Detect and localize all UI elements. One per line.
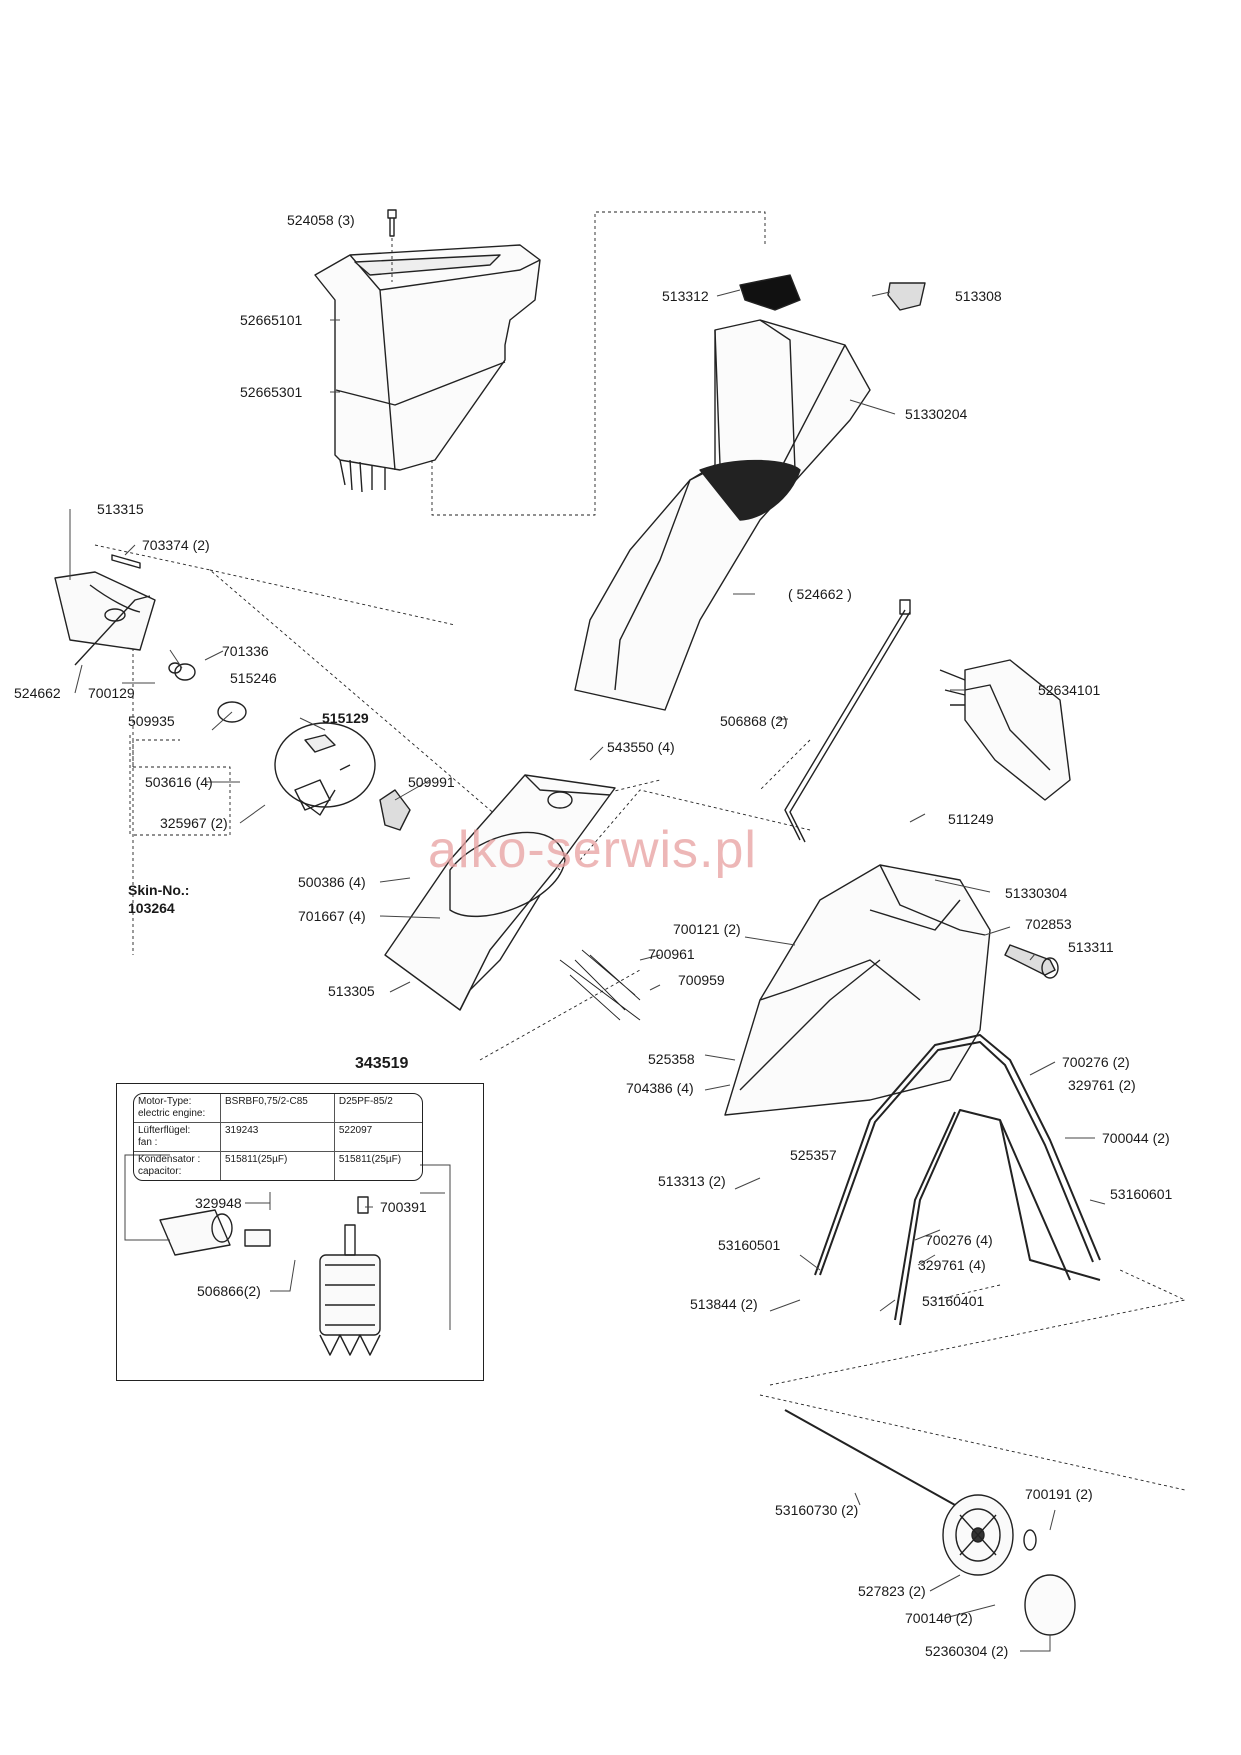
clip-700391 bbox=[357, 1196, 369, 1214]
part-label-525358: 525358 bbox=[648, 1051, 695, 1067]
table-row: Lüfterflügel:fan : 319243 522097 bbox=[134, 1123, 422, 1152]
part-label-700140: 700140 (2) bbox=[905, 1610, 973, 1626]
knob-701336 bbox=[168, 662, 247, 723]
part-label-700121: 700121 (2) bbox=[673, 921, 741, 937]
row-header-line2: fan : bbox=[138, 1137, 158, 1148]
part-label-53160501: 53160501 bbox=[718, 1237, 781, 1253]
part-label-506868: 506868 (2) bbox=[720, 713, 788, 729]
part-label-524662: 524662 bbox=[14, 685, 61, 701]
watermark-text: alko-serwis.pl bbox=[428, 821, 757, 879]
part-label-513315: 513315 bbox=[97, 501, 144, 517]
frame-tubes bbox=[814, 1034, 1101, 1326]
part-label-509991: 509991 bbox=[408, 774, 455, 790]
switch-box-52634101 bbox=[939, 659, 1071, 801]
part-label-700276-a: 700276 (2) bbox=[1062, 1054, 1130, 1070]
motor-kit-table: Motor-Type:electric engine: BSRBF0,75/2-… bbox=[133, 1093, 423, 1181]
part-label-703374: 703374 (2) bbox=[142, 537, 210, 553]
connector-329948 bbox=[244, 1229, 271, 1247]
part-label-704386: 704386 (4) bbox=[626, 1080, 694, 1096]
row-header-line1: Motor-Type: bbox=[138, 1096, 192, 1107]
part-label-329761-a: 329761 (2) bbox=[1068, 1077, 1136, 1093]
row-header-line2: capacitor: bbox=[138, 1166, 182, 1177]
axle-53160730 bbox=[784, 1409, 956, 1506]
part-label-701336: 701336 bbox=[222, 643, 269, 659]
part-label-513313: 513313 (2) bbox=[658, 1173, 726, 1189]
part-label-53160601: 53160601 bbox=[1110, 1186, 1173, 1202]
cap-513308 bbox=[887, 282, 926, 311]
part-label-700391: 700391 bbox=[380, 1199, 427, 1215]
part-label-700959: 700959 bbox=[678, 972, 725, 988]
skin-number: 103264 bbox=[128, 900, 175, 916]
shaft-coil bbox=[559, 949, 641, 1021]
part-label-513308: 513308 bbox=[955, 288, 1002, 304]
part-label-509935: 509935 bbox=[128, 713, 175, 729]
part-label-325967: 325967 (2) bbox=[160, 815, 228, 831]
table-cell: 515811(25µF) bbox=[338, 1154, 402, 1165]
table-cell: D25PF-85/2 bbox=[334, 1094, 422, 1123]
part-label-700961: 700961 bbox=[648, 946, 695, 962]
part-label-53160401: 53160401 bbox=[922, 1293, 985, 1309]
skin-label: Skin-No.: bbox=[128, 882, 190, 898]
table-cell: 522097 bbox=[334, 1123, 422, 1152]
row-header-line2: electric engine: bbox=[138, 1108, 206, 1119]
part-label-700276-b: 700276 (4) bbox=[925, 1232, 993, 1248]
row-header-line1: Kondensator : bbox=[138, 1154, 201, 1165]
part-label-700129: 700129 bbox=[88, 685, 135, 701]
table-row: Motor-Type:electric engine: BSRBF0,75/2-… bbox=[134, 1094, 422, 1123]
capacitor-515811 bbox=[159, 1209, 233, 1256]
side-cover-513305 bbox=[384, 774, 616, 1011]
top-housing-51330204 bbox=[574, 319, 871, 711]
blade-disc-515129 bbox=[274, 722, 376, 816]
part-label-329948: 329948 bbox=[195, 1195, 242, 1211]
part-label-527823: 527823 (2) bbox=[858, 1583, 926, 1599]
part-label-506866: 506866(2) bbox=[197, 1283, 261, 1299]
gasket-513312 bbox=[739, 274, 801, 311]
part-label-52634101: 52634101 bbox=[1038, 682, 1101, 698]
part-label-53160730: 53160730 (2) bbox=[775, 1502, 859, 1518]
screw-524058 bbox=[387, 209, 397, 237]
part-label-515129: 515129 bbox=[322, 710, 369, 726]
hubcap-52360304 bbox=[1024, 1574, 1076, 1636]
rod-506868 bbox=[784, 599, 911, 843]
part-label-525357: 525357 bbox=[790, 1147, 837, 1163]
part-label-513312: 513312 bbox=[662, 288, 709, 304]
knob-513311 bbox=[1004, 944, 1059, 979]
part-label-329761-b: 329761 (4) bbox=[918, 1257, 986, 1273]
part-label-702853: 702853 bbox=[1025, 916, 1072, 932]
row-header-line1: Lüfterflügel: bbox=[138, 1125, 191, 1136]
part-label-511249: 511249 bbox=[948, 811, 994, 827]
part-label-524662-optional: ( 524662 ) bbox=[788, 586, 852, 602]
part-label-543550: 543550 (4) bbox=[607, 739, 675, 755]
table-row: Kondensator :capacitor: 515811(25µF) 515… bbox=[134, 1152, 422, 1180]
part-label-700044: 700044 (2) bbox=[1102, 1130, 1170, 1146]
knob-509991 bbox=[379, 789, 411, 831]
part-label-503616: 503616 (4) bbox=[145, 774, 213, 790]
part-label-513844: 513844 (2) bbox=[690, 1296, 758, 1312]
part-label-700191: 700191 (2) bbox=[1025, 1486, 1093, 1502]
part-label-513305: 513305 bbox=[328, 983, 375, 999]
clip-700191 bbox=[1023, 1529, 1037, 1551]
bolt-703374 bbox=[111, 554, 141, 569]
hopper-funnel bbox=[314, 244, 541, 493]
table-cell: BSRBF0,75/2-C85 bbox=[221, 1094, 335, 1123]
main-housing-51330304 bbox=[724, 864, 991, 1116]
wheel-527823 bbox=[942, 1494, 1014, 1576]
motor-kit-box bbox=[116, 1083, 484, 1381]
flap-513315 bbox=[54, 571, 156, 666]
part-label-524058: 524058 (3) bbox=[287, 212, 355, 228]
part-label-52665101: 52665101 bbox=[240, 312, 303, 328]
part-label-500386: 500386 (4) bbox=[298, 874, 366, 890]
part-label-51330304: 51330304 bbox=[1005, 885, 1068, 901]
part-label-515246: 515246 bbox=[230, 670, 277, 686]
part-label-52665301: 52665301 bbox=[240, 384, 303, 400]
table-cell: 319243 bbox=[221, 1123, 335, 1152]
part-label-513311: 513311 bbox=[1068, 939, 1114, 955]
part-label-701667: 701667 (4) bbox=[298, 908, 366, 924]
kit-number: 343519 bbox=[355, 1055, 409, 1072]
motor-rotor bbox=[319, 1224, 381, 1356]
part-label-51330204: 51330204 bbox=[905, 406, 968, 422]
table-cell: 515811(25µF) bbox=[221, 1152, 335, 1180]
part-label-52360304: 52360304 (2) bbox=[925, 1643, 1009, 1659]
